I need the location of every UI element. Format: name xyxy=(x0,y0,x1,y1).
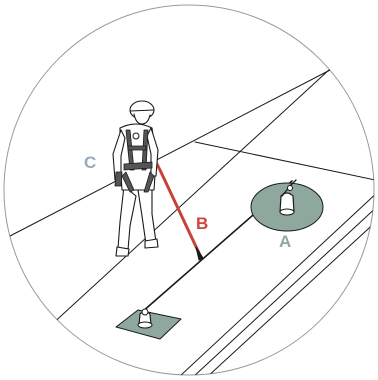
circular-frame xyxy=(4,5,374,375)
label-b: B xyxy=(196,214,208,233)
label-c: C xyxy=(84,153,96,172)
label-a: A xyxy=(279,232,291,251)
